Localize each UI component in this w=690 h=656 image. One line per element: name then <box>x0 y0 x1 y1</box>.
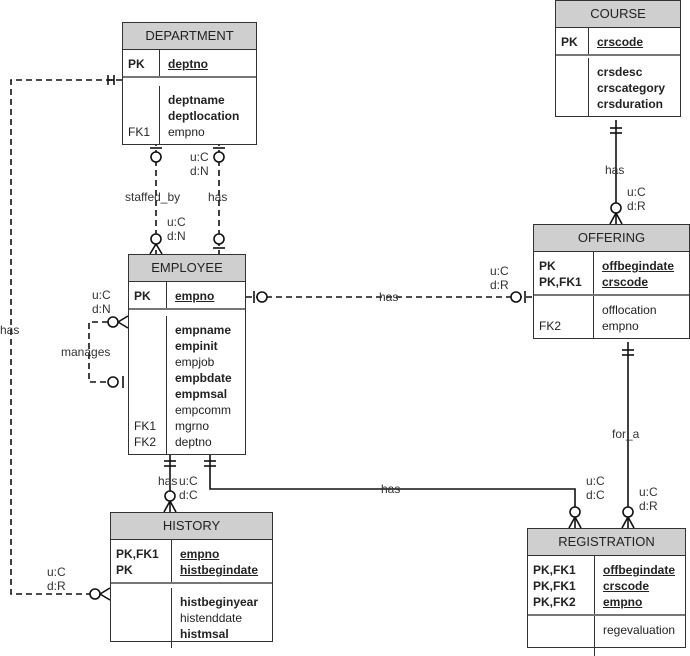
entity-registration[interactable]: REGISTRATION PK,FK1 PK,FK1 PK,FK2 offbeg… <box>527 528 686 656</box>
rel-for-a-line[interactable] <box>621 342 635 529</box>
key-label: FK2 <box>134 435 157 449</box>
rel-label-course-offering: has <box>605 163 625 177</box>
attr-crscode: crscode <box>602 275 649 289</box>
key-label: PK <box>116 563 133 577</box>
attr-section: FK1 deptname deptlocation empno <box>123 78 256 144</box>
attr-crsduration: crsduration <box>597 97 664 111</box>
attr-crscode: crscode <box>603 579 650 593</box>
attr-empname: empname <box>175 323 232 337</box>
relationship-lines <box>10 75 635 601</box>
attr-histmsal: histmsal <box>180 627 229 641</box>
entity-title: DEPARTMENT <box>123 23 256 50</box>
attr-section: FK2 offlocation empno <box>534 296 689 338</box>
attr-empbdate: empbdate <box>175 371 232 385</box>
rel-label-emp-registration: has <box>381 482 401 496</box>
key-label: PK,FK1 <box>533 563 576 577</box>
attr-mgrno: mgrno <box>175 419 210 433</box>
rel-label-dept-has-emp: has <box>208 190 228 204</box>
key-label: PK <box>561 35 578 49</box>
attr-empinit: empinit <box>175 339 218 353</box>
attr-crsdesc: crsdesc <box>597 65 643 79</box>
pk-section: PK crscode <box>556 28 680 56</box>
attr-empno: empno <box>603 595 643 609</box>
rel-label-for-a: for_a <box>612 427 640 441</box>
attr-empno: empno <box>168 125 205 139</box>
attr-empjob: empjob <box>175 355 215 369</box>
constraint-manages: u:C d:N <box>92 288 111 316</box>
rel-label-dept-history: has <box>0 323 20 337</box>
entity-title: REGISTRATION <box>528 529 685 556</box>
rel-label-manages: manages <box>61 345 111 359</box>
pk-section: PK,FK1 PK empno histbegindate <box>111 540 272 584</box>
attr-crscategory: crscategory <box>597 81 666 95</box>
constraint-dept-has-emp: u:C d:N <box>190 150 209 178</box>
entity-course[interactable]: COURSE PK crscode crsdesc crscategory cr… <box>555 0 681 117</box>
constraint-dept-history: u:C d:R <box>47 565 66 593</box>
attr-section: FK1 FK2 empname empinit empjob empbdate … <box>129 310 245 454</box>
attr-deptno: deptno <box>175 435 212 449</box>
attr-section: crsdesc crscategory crsduration <box>556 56 680 116</box>
entity-title: COURSE <box>556 1 680 28</box>
attr-offbegindate: offbegindate <box>603 563 675 577</box>
pk-section: PK deptno <box>123 50 256 78</box>
rel-dept-history-line[interactable] <box>10 75 122 601</box>
attr-empno: empno <box>180 547 220 561</box>
attr-histbeginyear: histbeginyear <box>180 595 259 609</box>
key-label: PK <box>134 289 151 303</box>
rel-emp-history-line[interactable] <box>163 452 177 513</box>
constraint-emp-offering: u:C d:R <box>490 264 509 292</box>
entity-title: EMPLOYEE <box>129 255 245 282</box>
attr-regevaluation: regevaluation <box>603 623 676 637</box>
rel-dept-has-emp-line[interactable] <box>213 140 225 254</box>
entity-title: OFFERING <box>534 225 689 252</box>
constraint-emp-history: u:C d:C <box>179 474 198 502</box>
attr-crscode: crscode <box>597 35 644 49</box>
rel-label-emp-offering: has <box>379 290 399 304</box>
rel-label-staffed-by: staffed_by <box>125 190 181 204</box>
pk-section: PK PK,FK1 offbegindate crscode <box>534 252 689 296</box>
attr-deptname: deptname <box>168 93 225 107</box>
rel-manages-line[interactable] <box>88 315 129 388</box>
attr-section: histbeginyear histenddate histmsal <box>111 584 272 648</box>
attr-section: regevaluation <box>528 616 685 656</box>
constraint-offering-registration: u:C d:R <box>639 485 658 513</box>
rel-emp-registration-line[interactable] <box>204 452 582 529</box>
pk-section: PK,FK1 PK,FK1 PK,FK2 offbegindate crscod… <box>528 556 685 616</box>
key-label: FK1 <box>128 125 151 139</box>
attr-empcomm: empcomm <box>175 403 232 417</box>
key-label: PK,FK1 <box>533 579 576 593</box>
rel-staffed-by-line[interactable] <box>149 140 163 255</box>
attr-deptlocation: deptlocation <box>168 109 240 123</box>
attr-empno: empno <box>175 289 215 303</box>
attr-empmsal: empmsal <box>175 387 228 401</box>
key-label: PK,FK2 <box>533 595 576 609</box>
entity-offering[interactable]: OFFERING PK PK,FK1 offbegindate crscode … <box>533 224 690 339</box>
constraint-staffed-by: u:C d:N <box>167 215 186 243</box>
rel-emp-offering-line[interactable] <box>246 291 533 303</box>
key-label: PK,FK1 <box>539 275 582 289</box>
attr-offbegindate: offbegindate <box>602 259 674 273</box>
attr-offlocation: offlocation <box>602 303 657 317</box>
key-label: PK <box>539 259 556 273</box>
constraint-course-offering: u:C d:R <box>627 185 646 213</box>
entity-department[interactable]: DEPARTMENT PK deptno FK1 deptname deptlo… <box>122 22 257 145</box>
entity-title: HISTORY <box>111 513 272 540</box>
entity-employee[interactable]: EMPLOYEE PK empno FK1 FK2 empname empini… <box>128 254 246 455</box>
attr-histbegindate: histbegindate <box>180 563 259 577</box>
rel-label-emp-history: has <box>158 474 178 488</box>
pk-section: PK empno <box>129 282 245 310</box>
attr-histenddate: histenddate <box>180 611 243 625</box>
attr-deptno: deptno <box>168 57 208 71</box>
key-label: FK2 <box>539 319 562 333</box>
rel-course-offering-line[interactable] <box>609 120 623 225</box>
constraint-emp-registration: u:C d:C <box>586 474 605 502</box>
key-label: PK <box>128 57 145 71</box>
attr-empno: empno <box>602 319 639 333</box>
key-label: PK,FK1 <box>116 547 159 561</box>
entity-history[interactable]: HISTORY PK,FK1 PK empno histbegindate hi… <box>110 512 273 648</box>
key-label: FK1 <box>134 419 157 433</box>
